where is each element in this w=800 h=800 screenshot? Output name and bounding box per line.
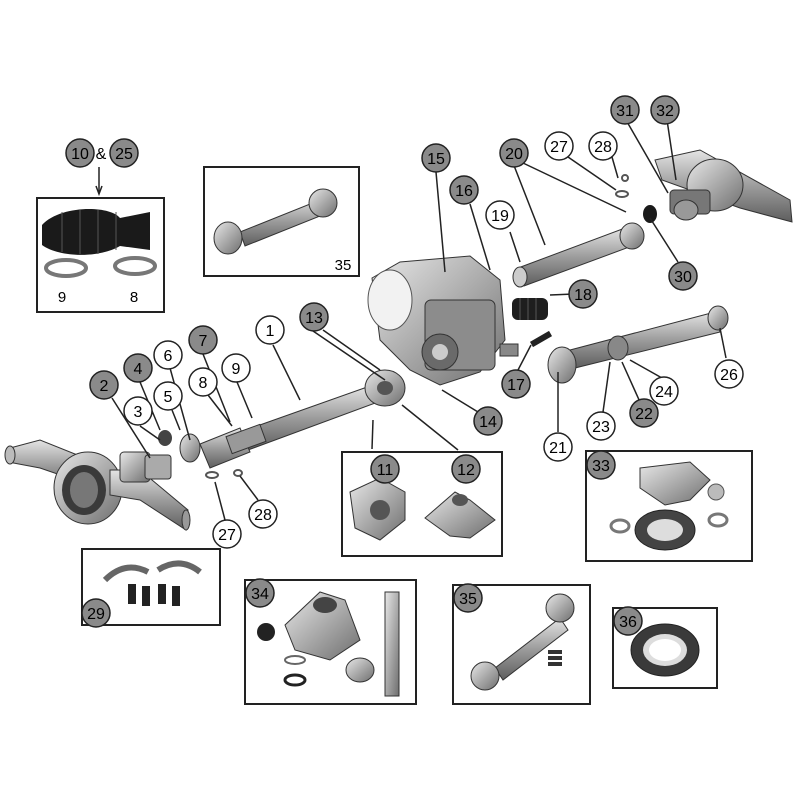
callout-11: 11 bbox=[370, 454, 400, 484]
svg-text:27: 27 bbox=[550, 139, 568, 156]
boot-box-label-9: 9 bbox=[58, 289, 66, 306]
bellows-boot bbox=[512, 298, 548, 320]
svg-text:35: 35 bbox=[459, 591, 477, 608]
svg-text:&: & bbox=[96, 146, 107, 163]
rear-axle-housing bbox=[654, 149, 793, 223]
stud bbox=[529, 330, 553, 348]
svg-text:11: 11 bbox=[377, 462, 394, 479]
callout-6: 6 bbox=[153, 340, 183, 370]
svg-text:28: 28 bbox=[594, 139, 612, 156]
front-axle-housing bbox=[4, 439, 191, 531]
callout-15: 15 bbox=[421, 143, 451, 173]
callout-3: 3 bbox=[123, 396, 153, 426]
callout-36: 36 bbox=[613, 606, 643, 636]
rear-driveshaft-lower bbox=[547, 305, 729, 384]
callout-29: 29 bbox=[81, 598, 111, 628]
yoke-box bbox=[341, 451, 503, 557]
boot-kit-box: 9 8 bbox=[36, 197, 165, 313]
svg-text:24: 24 bbox=[655, 384, 673, 401]
svg-text:15: 15 bbox=[427, 151, 445, 168]
callout-33: 33 bbox=[586, 450, 616, 480]
svg-text:4: 4 bbox=[134, 361, 143, 378]
svg-text:19: 19 bbox=[491, 208, 509, 225]
leader-lines bbox=[95, 119, 727, 521]
ampersand: & bbox=[96, 146, 107, 163]
svg-text:6: 6 bbox=[164, 348, 173, 365]
svg-text:18: 18 bbox=[574, 287, 592, 304]
svg-text:22: 22 bbox=[635, 406, 653, 423]
callout-8: 8 bbox=[188, 367, 218, 397]
svg-text:1: 1 bbox=[266, 323, 275, 340]
callout-22: 22 bbox=[629, 398, 659, 428]
svg-text:25: 25 bbox=[115, 146, 133, 163]
callout-5: 5 bbox=[153, 381, 183, 411]
callout-14: 14 bbox=[473, 406, 503, 436]
callout-19: 19 bbox=[485, 200, 515, 230]
front-driveshaft bbox=[158, 369, 406, 469]
svg-text:33: 33 bbox=[592, 458, 610, 475]
svg-text:36: 36 bbox=[619, 614, 637, 631]
driveshaft-box-bottom bbox=[452, 584, 591, 705]
driveshaft-box-top: 35 bbox=[203, 166, 360, 277]
svg-text:21: 21 bbox=[549, 440, 567, 457]
callout-24: 24 bbox=[649, 376, 679, 406]
driveshaft-box-label: 35 bbox=[335, 257, 352, 274]
svg-text:34: 34 bbox=[251, 586, 269, 603]
callout-31: 31 bbox=[610, 95, 640, 125]
clips-lower bbox=[205, 469, 243, 479]
svg-text:28: 28 bbox=[254, 507, 272, 524]
svg-text:3: 3 bbox=[134, 404, 143, 421]
callout-25: 25 bbox=[109, 138, 139, 168]
callout-12: 12 bbox=[451, 454, 481, 484]
callout-1: 1 bbox=[255, 315, 285, 345]
callout-23: 23 bbox=[586, 411, 616, 441]
svg-text:17: 17 bbox=[507, 377, 525, 394]
svg-text:29: 29 bbox=[87, 606, 105, 623]
svg-text:16: 16 bbox=[455, 183, 473, 200]
svg-text:7: 7 bbox=[199, 333, 208, 350]
rear-driveshaft-upper bbox=[512, 205, 657, 288]
callout-4: 4 bbox=[123, 353, 153, 383]
callout-13: 13 bbox=[299, 302, 329, 332]
svg-text:32: 32 bbox=[656, 103, 674, 120]
callout-21: 21 bbox=[543, 432, 573, 462]
callout-32: 32 bbox=[650, 95, 680, 125]
callout-18: 18 bbox=[568, 279, 598, 309]
callout-28-lower: 28 bbox=[248, 499, 278, 529]
callout-26: 26 bbox=[714, 359, 744, 389]
seal-box bbox=[612, 607, 718, 689]
callout-10: 10 bbox=[65, 138, 95, 168]
svg-text:12: 12 bbox=[457, 462, 475, 479]
svg-text:23: 23 bbox=[592, 419, 610, 436]
svg-text:10: 10 bbox=[71, 146, 89, 163]
callout-28-upper: 28 bbox=[588, 131, 618, 161]
svg-text:9: 9 bbox=[232, 361, 241, 378]
callout-34: 34 bbox=[245, 578, 275, 608]
svg-text:8: 8 bbox=[199, 375, 208, 392]
svg-text:5: 5 bbox=[164, 389, 173, 406]
callout-30: 30 bbox=[668, 261, 698, 291]
svg-text:20: 20 bbox=[505, 146, 523, 163]
clips-upper bbox=[615, 174, 629, 198]
transfer-case bbox=[367, 255, 519, 386]
callout-9: 9 bbox=[221, 353, 251, 383]
callout-27-upper: 27 bbox=[544, 131, 574, 161]
svg-text:27: 27 bbox=[218, 527, 236, 544]
svg-text:30: 30 bbox=[674, 269, 692, 286]
callout-7: 7 bbox=[188, 325, 218, 355]
callout-20: 20 bbox=[499, 138, 529, 168]
callout-16: 16 bbox=[449, 175, 479, 205]
output-kit-box bbox=[244, 579, 417, 705]
svg-text:14: 14 bbox=[479, 414, 497, 431]
svg-text:31: 31 bbox=[616, 103, 634, 120]
svg-text:13: 13 bbox=[305, 310, 323, 327]
boot-box-label-8: 8 bbox=[130, 289, 138, 306]
callout-17: 17 bbox=[501, 369, 531, 399]
callout-35: 35 bbox=[453, 583, 483, 613]
callout-27-lower: 27 bbox=[212, 519, 242, 549]
svg-text:26: 26 bbox=[720, 367, 738, 384]
svg-text:2: 2 bbox=[100, 378, 109, 395]
callout-2: 2 bbox=[89, 370, 119, 400]
